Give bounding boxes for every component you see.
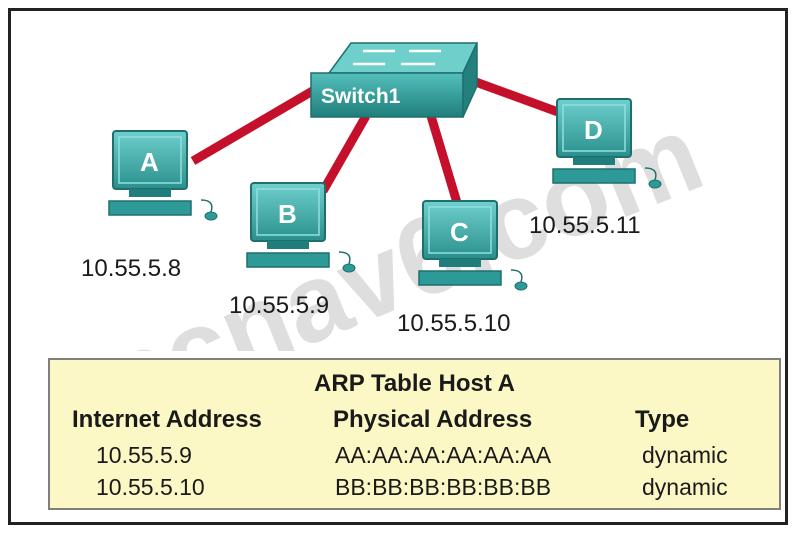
host-c: C xyxy=(418,200,528,291)
host-c-letter: C xyxy=(450,217,469,247)
host-b-mouse-icon xyxy=(342,263,356,273)
host-a-keyboard xyxy=(108,200,192,216)
host-d-ip: 10.55.5.11 xyxy=(529,212,641,239)
arp-table: ARP Table Host A Internet Address Physic… xyxy=(48,358,781,510)
row-physical-address: BB:BB:BB:BB:BB:BB xyxy=(335,474,552,500)
switch-front xyxy=(310,72,464,118)
link-switch-c xyxy=(426,114,463,208)
row-physical-address: AA:AA:AA:AA:AA:AA xyxy=(335,442,552,468)
switch-label: Switch1 xyxy=(321,85,401,108)
switch1: Switch1 xyxy=(310,42,479,118)
row-type: dynamic xyxy=(642,474,728,500)
host-b-letter: B xyxy=(278,199,297,229)
header-physical-address: Physical Address xyxy=(333,406,533,433)
host-a-base xyxy=(129,189,171,197)
link-switch-a xyxy=(190,82,324,165)
host-b-ip: 10.55.5.9 xyxy=(229,292,329,319)
host-d-keyboard xyxy=(552,168,636,184)
host-b-base xyxy=(267,241,309,249)
link-switch-b xyxy=(319,113,370,194)
host-d-base xyxy=(573,157,615,165)
host-a-ip: 10.55.5.8 xyxy=(81,255,181,282)
host-d-letter: D xyxy=(584,115,603,145)
header-internet-address: Internet Address xyxy=(72,406,262,433)
arp-table-title: ARP Table Host A xyxy=(314,370,515,397)
host-b-keyboard xyxy=(246,252,330,268)
host-c-keyboard xyxy=(418,270,502,286)
switch-top xyxy=(327,42,479,74)
host-d-mouse-icon xyxy=(648,179,662,189)
row-type: dynamic xyxy=(642,442,728,468)
host-a: A xyxy=(108,130,218,221)
host-c-ip: 10.55.5.10 xyxy=(397,310,510,337)
host-a-mouse-icon xyxy=(204,211,218,221)
links xyxy=(190,76,571,208)
network-diagram: ccnav6.com Switch1 xyxy=(81,42,718,351)
row-internet-address: 10.55.5.9 xyxy=(96,442,192,468)
switch-arrows-icon xyxy=(353,49,441,66)
host-c-mouse-icon xyxy=(514,281,528,291)
row-internet-address: 10.55.5.10 xyxy=(96,474,205,500)
host-a-letter: A xyxy=(140,147,159,177)
host-d: D xyxy=(552,98,662,189)
host-c-base xyxy=(439,259,481,267)
host-b: B xyxy=(246,182,356,273)
diagram-frame: ccnav6.com Switch1 xyxy=(8,8,788,525)
header-type: Type xyxy=(635,406,690,433)
link-switch-d xyxy=(471,76,571,121)
switch-side xyxy=(462,42,478,118)
